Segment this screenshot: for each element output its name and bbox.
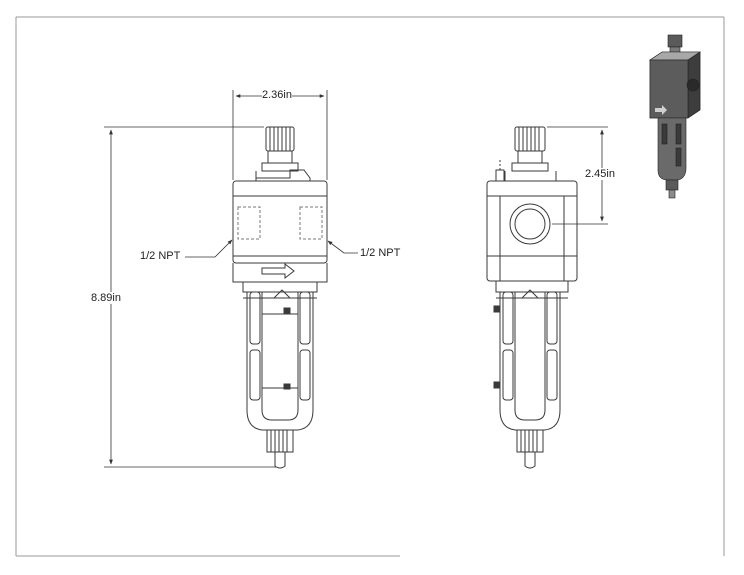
left-port-label: 1/2 NPT	[140, 250, 181, 262]
front-dimensions	[104, 90, 358, 468]
drawing-frame	[15, 16, 725, 557]
right-port-label: 1/2 NPT	[360, 247, 401, 259]
front-view	[232, 126, 328, 469]
dimension-width-label: 2.36in	[262, 89, 292, 101]
dimension-port-to-top-label: 2.45in	[585, 168, 615, 180]
isometric-view	[649, 34, 701, 199]
side-view	[486, 126, 578, 469]
dimension-height-label: 8.89in	[91, 292, 121, 304]
